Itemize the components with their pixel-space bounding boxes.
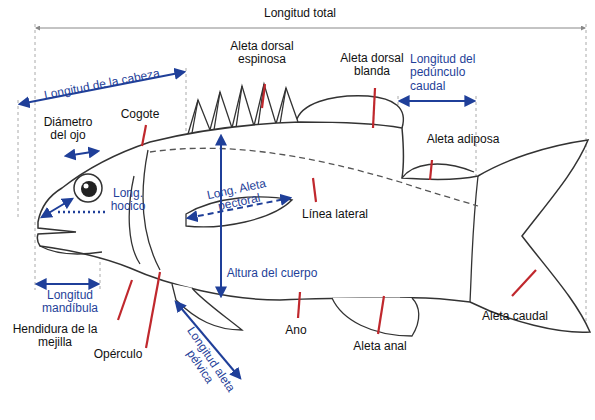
part-label: Diámetro del ojo — [37, 116, 99, 143]
fish-body — [37, 122, 590, 332]
part-label: Aleta caudal — [470, 310, 560, 323]
guide-line — [35, 24, 36, 290]
fish-details — [40, 246, 102, 254]
spiny-dorsal-fin — [280, 88, 286, 124]
fish-details — [172, 284, 242, 330]
fish-details — [332, 298, 419, 336]
spiny-dorsal-fin — [214, 92, 220, 130]
fish-eye — [81, 181, 97, 197]
total-length-line — [36, 28, 585, 29]
leader-marker — [378, 296, 384, 334]
measurement-arrow — [66, 151, 98, 156]
guide-line — [586, 24, 587, 335]
guide-line — [18, 100, 19, 220]
leader-marker — [373, 88, 375, 128]
measurement-arrow — [42, 199, 72, 217]
leader-marker — [142, 125, 146, 146]
leader-marker — [118, 280, 132, 320]
part-label: Aleta adiposa — [418, 133, 508, 146]
fish-details — [143, 150, 160, 270]
measurement-label: Long. hocico — [106, 187, 150, 214]
spiny-dorsal-fin — [258, 84, 264, 126]
fish-eye — [74, 174, 102, 202]
measurement-arrow — [400, 100, 474, 102]
part-label: Opérculo — [83, 348, 153, 361]
part-label: Ano — [276, 324, 316, 337]
fish-details — [402, 164, 474, 178]
fish-details — [40, 148, 478, 336]
part-label: Aleta anal — [340, 340, 420, 353]
leader-marker — [512, 270, 536, 296]
fish-details — [470, 176, 478, 302]
measurement-arrow — [58, 211, 106, 214]
measurement-label: Longitud del pedúnculo caudal — [410, 53, 492, 93]
part-label: Hendidura de la mejilla — [5, 323, 105, 350]
leader-marker — [430, 160, 432, 180]
measurement-arrow — [220, 136, 222, 296]
fish-details — [150, 148, 478, 206]
part-label: Línea lateral — [285, 208, 385, 221]
leader-marker — [262, 84, 265, 108]
measurement-arrow — [37, 283, 98, 285]
spiny-dorsal-fin — [236, 86, 242, 128]
measurement-label: Longitud de la cabeza — [17, 62, 186, 108]
part-label: Cogote — [110, 108, 170, 121]
leader-marker — [146, 272, 160, 348]
measurement-label: Longitud aleta pélvica — [169, 319, 242, 409]
fish-eye — [84, 184, 89, 189]
spiny-dorsal-fin — [192, 100, 198, 133]
part-label: Aleta dorsal blanda — [332, 52, 412, 79]
leader-marker — [313, 178, 316, 202]
fish-eye — [74, 174, 102, 202]
part-label: Aleta dorsal espinosa — [217, 40, 307, 67]
leader-marker — [298, 292, 300, 318]
measurement-label: Longitud mandíbula — [30, 289, 110, 316]
part-label: Longitud total — [220, 7, 380, 20]
measurement-label: Altura del cuerpo — [212, 267, 332, 280]
leader-marker — [118, 84, 536, 348]
